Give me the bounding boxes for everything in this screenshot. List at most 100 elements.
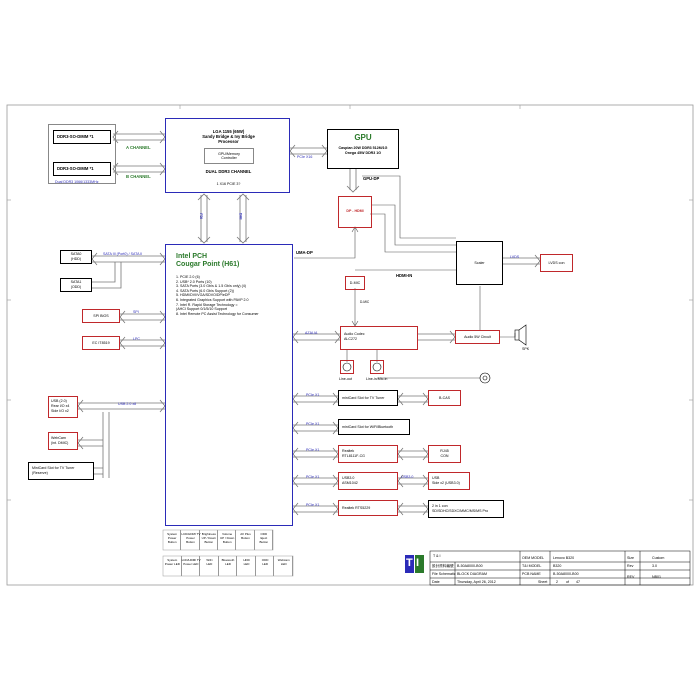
indicator-cell-line: LED — [262, 562, 269, 566]
pch-feature-item: 4. SATA Ports (6.0 Gb/s Support (2)) — [176, 288, 234, 293]
sata1-block: SATA1 (ODD) — [60, 278, 92, 292]
codec-line1: Audio Codec — [344, 332, 365, 336]
indicator-cell-line: AV Plus — [240, 532, 251, 536]
rj45-line1: RJ45 — [440, 449, 449, 453]
title-pcb-value: B-50A8000-B00 — [553, 572, 579, 576]
pch-feature-item: 7. Intel R. Rapid Storage Technology = — [176, 302, 238, 307]
card-slot-line1: 2 in 1 con — [432, 504, 448, 508]
indicator-cell-line: ODD — [260, 532, 268, 536]
dp-hdmi-label: DP - HDMI — [346, 209, 364, 213]
gpu-line2: Onega 45W DDR3 1G — [344, 151, 382, 155]
rj45-block: RJ45 CON — [428, 445, 461, 463]
indicator-cell-line: HDD — [243, 558, 250, 562]
title-sheet-value: 2 — [556, 580, 558, 584]
indicator-cell-line: Button — [167, 540, 177, 544]
channel-b-label: B CHANNEL — [126, 174, 151, 179]
sata0-line2: (HDD) — [70, 257, 82, 261]
title-of-label: of — [566, 580, 569, 584]
tv-antenna-icon — [479, 372, 491, 384]
pcie-x1-label-2: PCIe X1 — [306, 422, 320, 426]
indicator-cell-line: UP / Down — [201, 536, 216, 540]
indicator-cell-line: LCD/HDMI TV — [181, 532, 201, 536]
minicard-left-line2: (Reserve) — [32, 471, 48, 475]
title-ti-label: T&I MODEL — [522, 564, 542, 568]
pcie-x1-label-1: PCIe X1 — [306, 393, 320, 397]
indicator-cell-line: Power — [167, 536, 177, 540]
scaler-block: Scaler — [456, 241, 503, 285]
pch-feature-item: 8. Intel Remote PC Assist Technology for… — [176, 311, 259, 316]
pch-feature-item: 5. HDMI/DVI/VGA/SDVO/DP/eDP — [176, 293, 230, 298]
dmic-box-label: D-MIC — [349, 281, 361, 285]
dimm-b-label: DDR3-SO-DIMM *1 — [57, 166, 94, 171]
line-in-box — [370, 360, 384, 374]
card-reader-label: Realtek RTS5229 — [342, 506, 371, 510]
indicator-cell-line: LED — [225, 562, 231, 566]
gpu-mem-ctrl-line1: GPU/Memory — [218, 152, 240, 156]
indicator-cell-line: Button — [259, 540, 269, 544]
lan-block: Realtek RTL8111F-CG — [338, 445, 398, 463]
usb-line3: Side I/O x2 — [51, 409, 69, 413]
indicator-cell-line: Eject — [260, 536, 268, 540]
codec-line2: ALC272 — [344, 337, 357, 341]
title-block-grid — [429, 550, 691, 586]
indicator-cell-line: System — [167, 558, 178, 562]
ec-block: EC IT8519 — [82, 336, 120, 350]
company-logo: T I — [405, 555, 425, 573]
bcas-label: B-CAS — [439, 396, 450, 400]
bcas-block: B-CAS — [428, 390, 461, 406]
pcie-x16-label: PCIe X16 — [297, 155, 313, 159]
dual-ddr3-label: Dual DDR3 1066/1333MHz — [55, 180, 99, 184]
indicator-cell-line: Volume — [222, 532, 233, 536]
title-rev-label: Rev — [627, 564, 634, 568]
cpu-pcie-x16: 1 X16 PCIE 3? — [216, 182, 241, 186]
cpu-line1: LGA 1155 (65W) — [212, 129, 245, 134]
rj45-line2: CON — [440, 454, 449, 458]
pch-feature-item: (AHCI Support 0/1/5/10 Support — [176, 307, 227, 312]
line-in-label: Line-in/Mic-in — [366, 377, 388, 381]
title-r3-value: Thursday, April 26, 2012 — [457, 580, 496, 584]
title-oem-value: Lenovo B320 — [553, 556, 575, 560]
cpu-line3: Processor — [218, 139, 239, 144]
audio-codec-block: Audio Codec ALC272 — [340, 326, 418, 350]
sata1-line2: (ODD) — [70, 285, 82, 289]
indicator-cell-line: Webcam — [277, 558, 290, 562]
title-rev2-label: REV — [627, 575, 635, 579]
title-ti-value: B320 — [553, 564, 562, 568]
pch-feature-item: 3. SATA Ports (3.0 Gb/s & 1.5 Gb/s only)… — [176, 284, 246, 289]
azalia-label: AZALIA — [305, 331, 318, 335]
webcam-block: WebCam (int. DMIC) — [48, 432, 78, 450]
usb3-controller-block: USB3.0 ASM1042 — [338, 472, 398, 490]
gpu-title: GPU — [354, 133, 372, 142]
usb3-line2: ASM1042 — [342, 481, 358, 485]
minicard-wifi-label: miniCard Slot for WiFi/Bluetooth — [342, 425, 394, 429]
minicard-tv-left-block: MiniCard Slot for TV Tuner (Reserve) — [28, 462, 94, 480]
sata0-line1: SATA0 — [70, 252, 82, 256]
lvds-label: LVDS — [510, 255, 520, 259]
pcie-x1-label-4: PCIe X1 — [306, 475, 320, 479]
pch-title2: Cougar Point (H61) — [176, 261, 240, 268]
lvds-connector: LVDS con — [540, 254, 573, 272]
minicard-left-line1: MiniCard Slot for TV Tuner — [32, 466, 75, 470]
usb-line2: Rear I/O x4 — [51, 404, 70, 408]
dmic-block: D-MIC — [345, 276, 365, 290]
dimm-a-label: DDR3-SO-DIMM *1 — [57, 134, 94, 139]
title-r2-label: File Schematic — [432, 572, 456, 576]
indicator-cell-line: LED — [206, 562, 213, 566]
cpu-line2: Sandy Bridge & Ivy Bridge — [202, 134, 255, 139]
title-r2-value: BLOCK DIAGRAM — [457, 572, 487, 576]
indicator-cell-line: Bluetooth — [221, 558, 235, 562]
title-company: T & I — [433, 554, 441, 558]
title-oem-label: OEM MODEL — [522, 556, 544, 560]
pch-feature-item: 2. USB* 2.0 Ports (10) — [176, 279, 212, 284]
line-out-label: Line-out — [339, 377, 352, 381]
indicator-cell-line: Power LED — [183, 562, 199, 566]
indicator-cell-line: Button — [204, 540, 214, 544]
